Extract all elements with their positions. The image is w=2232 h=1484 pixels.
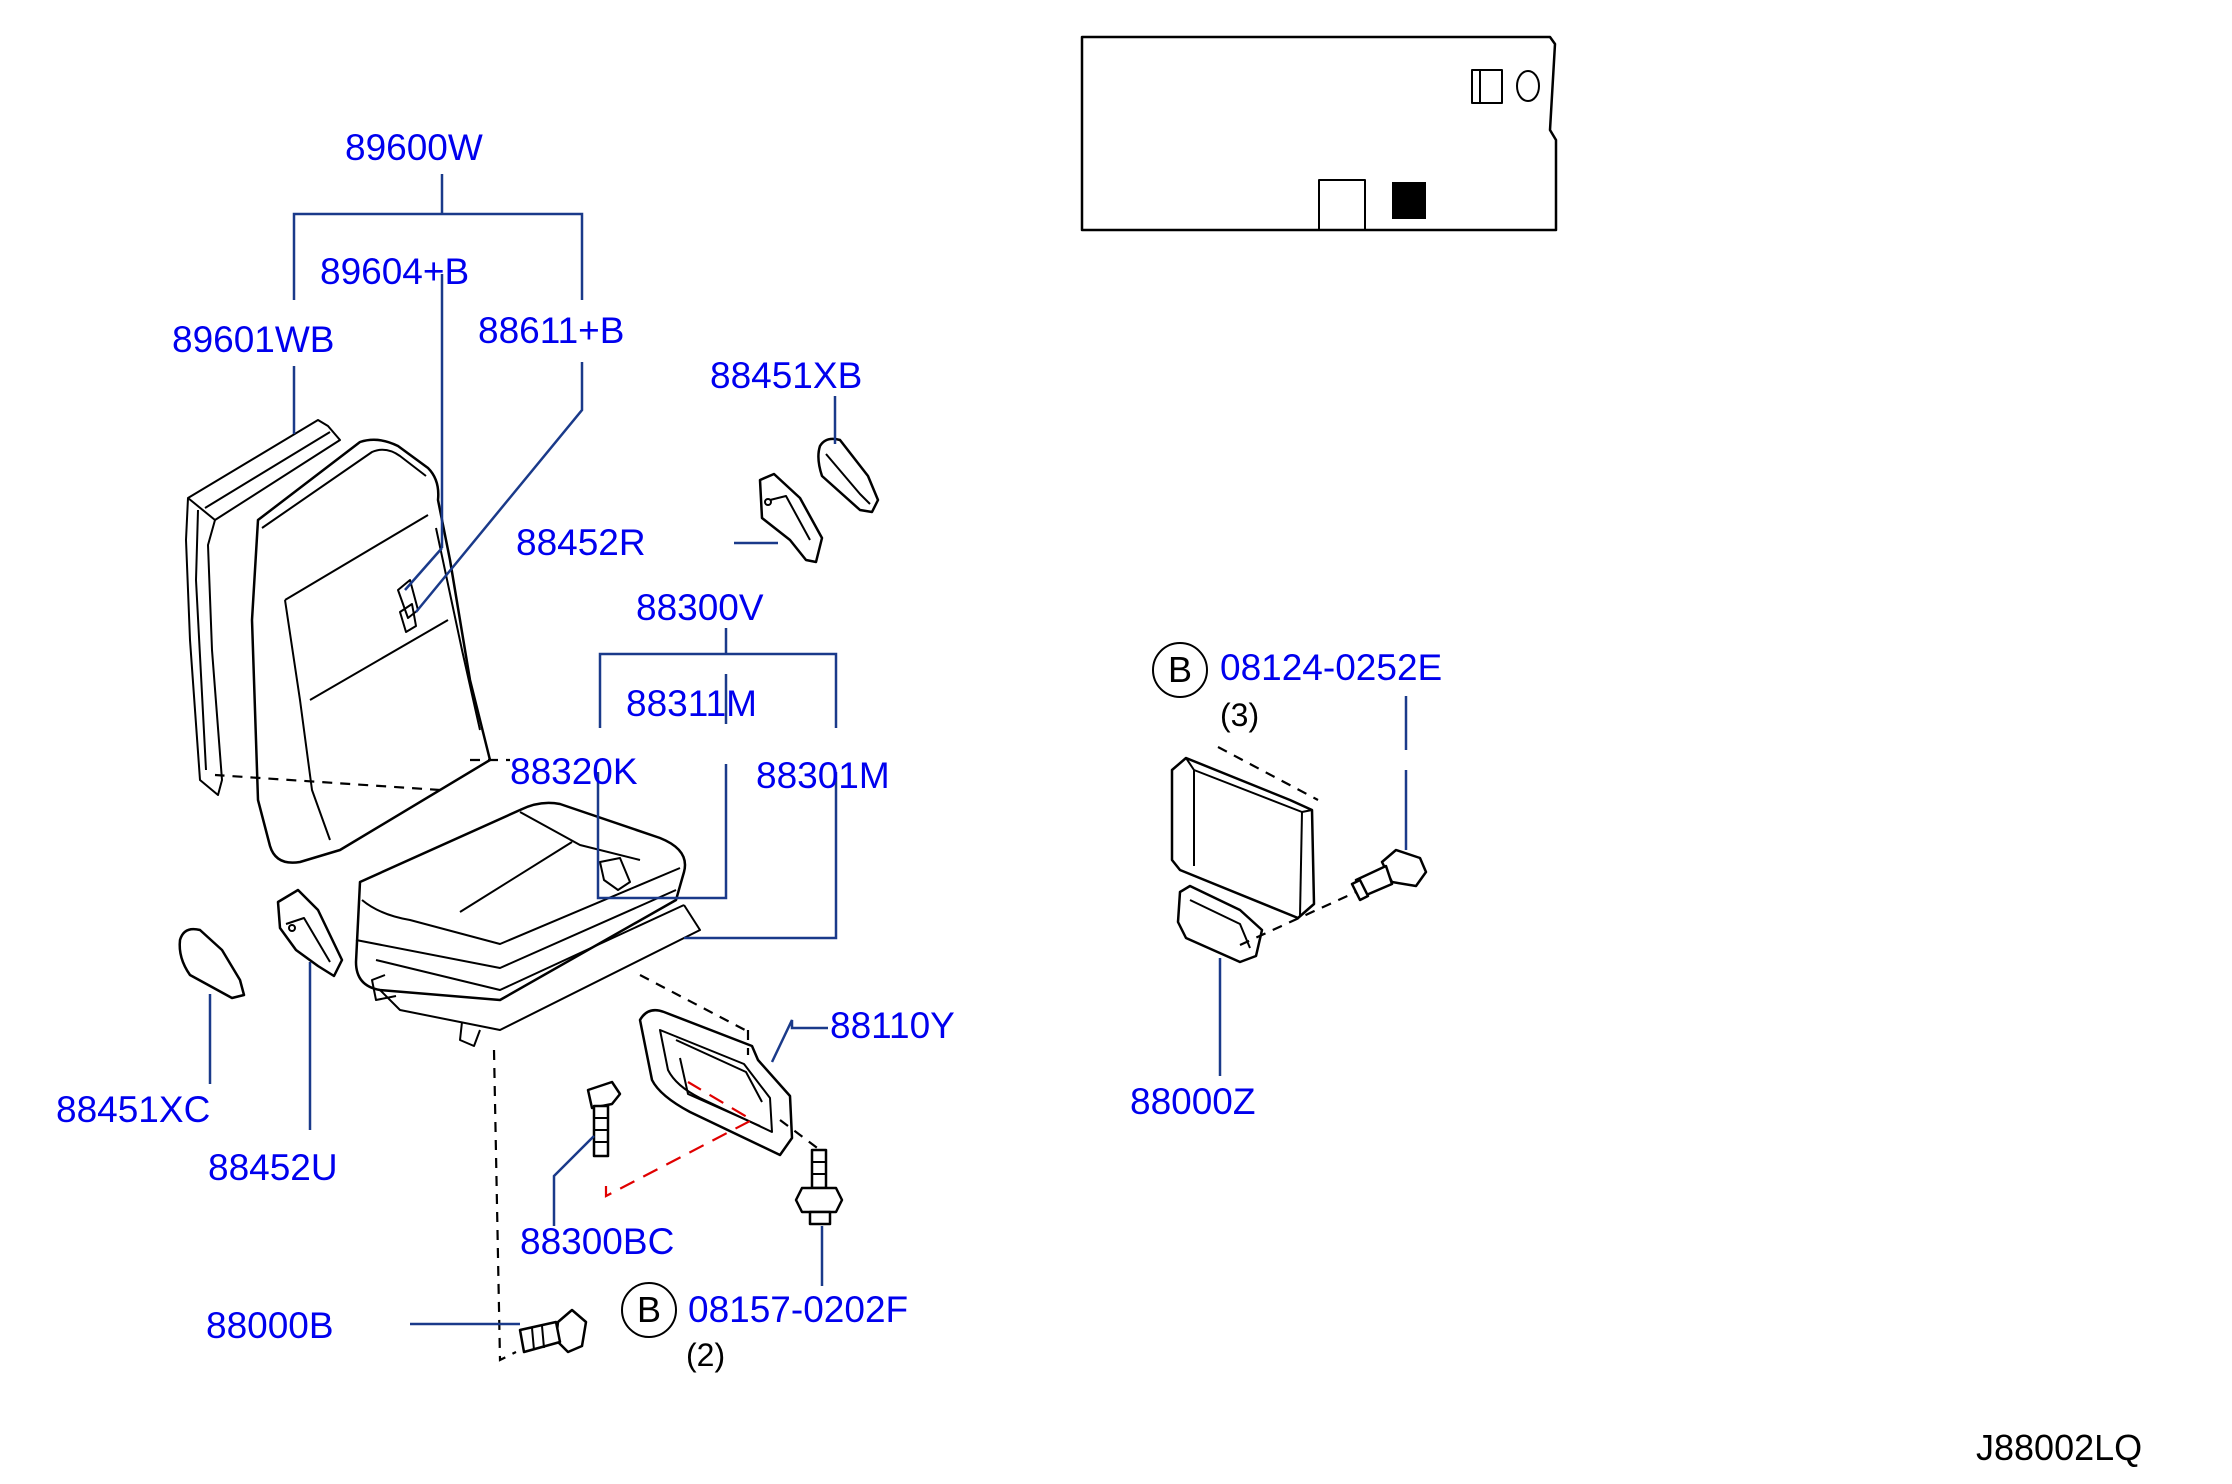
label-88451XB: 88451XB: [710, 355, 862, 396]
callout-symbol-upper: B: [1168, 649, 1192, 690]
trim-88452U: [276, 888, 344, 978]
label-88451XC: 88451XC: [56, 1089, 210, 1130]
callout-bolt-b-upper: B (3): [1152, 642, 1259, 733]
label-88301M: 88301M: [756, 755, 890, 796]
label-88320K: 88320K: [510, 751, 638, 792]
label-88000B: 88000B: [206, 1305, 334, 1346]
leader-lines: [208, 174, 1408, 1326]
label-89601WB: 89601WB: [172, 319, 335, 360]
label-89604B: 89604+B: [320, 251, 469, 292]
diagram-code: J88002LQ: [1976, 1427, 2142, 1468]
seat-cushion-drawing: [354, 801, 701, 1047]
bolt-08157-0202F: [794, 1148, 844, 1226]
callout-circle-upper: [1152, 642, 1208, 698]
bolt-88000B: [518, 1308, 588, 1354]
label-88611B: 88611+B: [478, 310, 624, 351]
locator-inset: [1080, 35, 1558, 232]
label-88300BC: 88300BC: [520, 1221, 674, 1262]
label-88110Y: 88110Y: [830, 1005, 955, 1046]
label-88311M: 88311M: [626, 683, 757, 724]
frame-88110Y: [638, 1009, 794, 1157]
seat-back-cover-drawing: [185, 419, 341, 796]
trim-88451XB: [817, 437, 880, 514]
selected-seat-marker: [1392, 182, 1426, 219]
bolt-08124-0252E: [1350, 848, 1428, 902]
seat-back-drawing: [250, 438, 492, 864]
callout-symbol-lower: B: [637, 1289, 661, 1330]
dashed-hints: [214, 746, 1357, 1362]
label-88300V: 88300V: [636, 587, 764, 628]
label-88452U: 88452U: [208, 1147, 338, 1188]
trim-88452R: [758, 472, 824, 564]
callout-qty-upper: (3): [1220, 697, 1259, 733]
label-89600W: 89600W: [345, 127, 483, 168]
assembly-88000Z: [1170, 756, 1316, 964]
bolt-88300BC: [586, 1080, 622, 1158]
label-08157-0202F: 08157-0202F: [688, 1289, 908, 1330]
trim-88451XC: [178, 927, 246, 1000]
label-88452R: 88452R: [516, 522, 646, 563]
label-08124-0252E: 08124-0252E: [1220, 647, 1442, 688]
label-88000Z: 88000Z: [1130, 1081, 1256, 1122]
callout-bolt-b-lower: B (2): [621, 1282, 725, 1373]
callout-qty-lower: (2): [686, 1337, 725, 1373]
callout-circle-lower: [621, 1282, 677, 1338]
part-labels: 89600W 89604+B 89601WB 88611+B 88451XB 8…: [56, 127, 1442, 1346]
